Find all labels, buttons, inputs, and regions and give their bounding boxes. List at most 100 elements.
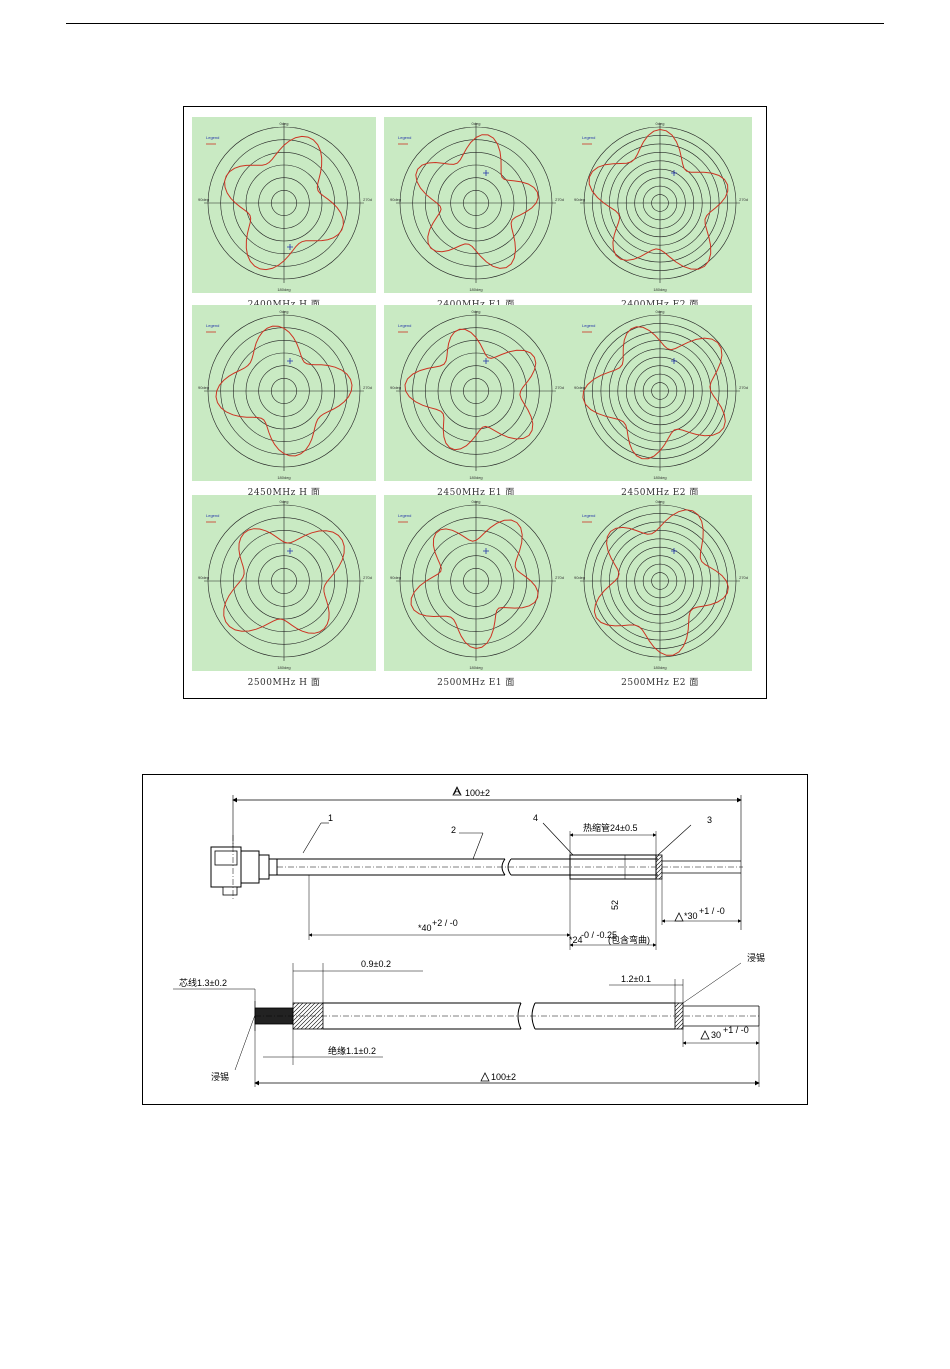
label-90deg: 90deg [198,575,209,580]
pattern-trace [215,325,353,457]
item-label-2: 2 [451,825,456,835]
dim-total-bottom: 100±2 [491,1072,516,1082]
pattern-trace [404,328,537,451]
plot-caption: 2450MHz E1 面 [437,488,515,498]
label-90deg: 90deg [390,197,401,202]
plot-caption: 2500MHz E2 面 [621,678,699,688]
core-wire-length: 芯线1.3±0.2 [179,977,227,988]
legend-title: Legend [582,323,595,328]
dim-total-top: 100±2 [465,788,490,798]
label-0deg: 0deg [472,121,481,126]
label-0deg: 0deg [280,309,289,314]
label-270deg: 270d [739,385,748,390]
plot-caption: 2450MHz E2 面 [621,488,699,498]
svg-text:A: A [454,786,460,796]
legend-title: Legend [398,513,411,518]
cable-body-top [277,854,743,880]
dim-52: 52 [610,900,620,910]
label-90deg: 90deg [198,197,209,202]
peak-marker [483,358,489,364]
pattern-trace [582,326,726,460]
legend-title: Legend [398,135,411,140]
pattern-trace [223,528,345,634]
label-270deg: 270d [555,197,564,202]
item-label-1: 1 [328,813,333,823]
label-270deg: 270d [739,575,748,580]
dim-0.9: 0.9±0.2 [361,959,391,969]
legend-title: Legend [206,513,219,518]
dim-40: *40 [418,923,432,933]
pattern-trace [224,135,344,271]
peak-marker [287,358,293,364]
dim-24-note: (包含弯曲) [608,934,650,945]
pattern-trace [588,128,729,270]
label-180deg: 180deg [277,475,290,480]
right-angle-connector [210,835,278,901]
radiation-plot: 0deg 180deg 90deg 270d Legend 2450MHz E2 面 [568,305,752,498]
radiation-plot: 0deg 180deg 90deg 270d Legend 2500MHz H 面 [192,495,376,688]
item-label-3: 3 [707,815,712,825]
radiation-plot: 0deg180deg90deg270dLegend2400MHz H 面 [192,117,376,310]
label-90deg: 90deg [198,385,209,390]
label-0deg: 0deg [656,499,665,504]
dim-30-bottom-tolerance: +1 / -0 [723,1025,749,1035]
radiation-pattern-figure: 0deg180deg90deg270dLegend2400MHz H 面0deg… [183,106,767,699]
label-0deg: 0deg [472,499,481,504]
peak-marker [671,170,677,176]
peak-marker [287,548,293,554]
plot-caption: 2500MHz E1 面 [437,678,515,688]
legend-title: Legend [206,323,219,328]
peak-marker [483,548,489,554]
tin-label-right: 浸锡 [747,953,765,963]
radiation-plot: 0deg 180deg 90deg 270d Legend 2450MHz H 面 [192,305,376,498]
cable-assembly-drawing: A 100±2 [142,774,808,1105]
label-90deg: 90deg [574,575,585,580]
legend-title: Legend [398,323,411,328]
plot-caption: 2450MHz H 面 [247,488,321,498]
triangle-mark-top: A [452,786,462,796]
label-270deg: 270d [739,197,748,202]
plot-caption: 2500MHz H 面 [247,678,321,688]
radiation-plot: 0deg180deg90deg270dLegend2400MHz E2 面 [568,117,752,310]
dim-40-tolerance: +2 / -0 [432,918,458,928]
insulation-length: 绝缘1.1±0.2 [328,1045,376,1056]
label-180deg: 180deg [653,287,666,292]
dim-30-top-tolerance: +1 / -0 [699,906,725,916]
heat-shrink-length: 热缩管24±0.5 [583,822,637,833]
page-header-rule [66,23,884,24]
peak-marker [671,358,677,364]
legend-title: Legend [582,135,595,140]
label-270deg: 270d [363,575,372,580]
label-0deg: 0deg [280,499,289,504]
dim-30-bottom: 30 [711,1030,721,1040]
dim-24: *24 [569,935,583,945]
label-90deg: 90deg [574,385,585,390]
radiation-plot: 0deg 180deg 90deg 270d Legend 2500MHz E1 面 [384,495,568,688]
label-180deg: 180deg [653,475,666,480]
pattern-trace [415,134,539,269]
label-270deg: 270d [555,575,564,580]
cable-body-bottom [254,1001,760,1031]
label-180deg: 180deg [277,287,290,292]
tin-label-left: 浸锡 [211,1072,229,1082]
label-180deg: 180deg [277,665,290,670]
label-180deg: 180deg [469,665,482,670]
legend-title: Legend [206,135,219,140]
label-180deg: 180deg [469,287,482,292]
label-270deg: 270d [363,385,372,390]
label-180deg: 180deg [653,665,666,670]
label-0deg: 0deg [472,309,481,314]
cable-drawing-svg: A 100±2 [173,786,765,1087]
peak-marker [671,548,677,554]
legend-title: Legend [582,513,595,518]
label-90deg: 90deg [390,575,401,580]
label-0deg: 0deg [656,309,665,314]
label-90deg: 90deg [390,385,401,390]
radiation-plot: 0deg180deg90deg270dLegend2400MHz E1 面 [384,117,568,310]
item-label-4: 4 [533,813,538,823]
label-180deg: 180deg [469,475,482,480]
pattern-trace [593,509,729,656]
peak-marker [483,170,489,176]
label-0deg: 0deg [280,121,289,126]
